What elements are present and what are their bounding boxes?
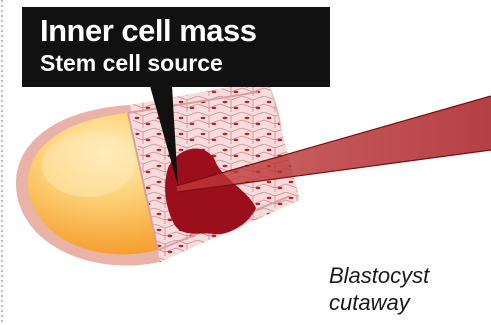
- callout-box: Inner cell mass Stem cell source: [22, 7, 330, 87]
- caption-line-2: cutaway: [329, 289, 429, 316]
- callout-subtitle: Stem cell source: [40, 49, 330, 77]
- callout-title: Inner cell mass: [40, 13, 330, 49]
- caption-line-1: Blastocyst: [329, 262, 429, 289]
- diagram-caption: Blastocyst cutaway: [329, 262, 429, 316]
